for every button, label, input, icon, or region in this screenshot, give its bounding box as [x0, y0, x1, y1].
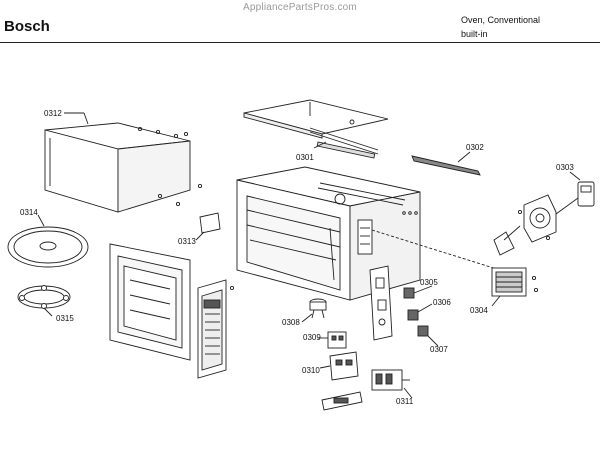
part-0311-terminal-block[interactable]: [371, 369, 413, 399]
part-0315-roller-ring[interactable]: [17, 285, 71, 309]
part-label-0313: 0313: [178, 237, 196, 246]
part-0314-turntable-tray[interactable]: [7, 226, 89, 268]
part-label-0311: 0311: [396, 397, 414, 406]
part-0301-top-plate[interactable]: [243, 99, 389, 159]
part-0305-switch[interactable]: [403, 285, 433, 299]
part-label-0307: 0307: [430, 345, 448, 354]
part-label-0302: 0302: [466, 143, 484, 152]
part-0313-cover-plate[interactable]: [199, 212, 221, 234]
part-label-0314: 0314: [20, 208, 38, 217]
label-0312: [64, 112, 89, 125]
oven-cavity-body: [236, 166, 501, 301]
part-0308-thermal-fuse[interactable]: [309, 298, 327, 319]
label-0315: [43, 307, 53, 317]
part-label-0305: 0305: [420, 278, 438, 287]
part-label-0309: 0309: [303, 333, 321, 342]
part-0307-switch[interactable]: [417, 325, 439, 347]
relay-board-bracket: [369, 265, 393, 341]
part-label-0306: 0306: [433, 298, 451, 307]
label-0303: [569, 171, 581, 181]
part-label-0303: 0303: [556, 163, 574, 172]
part-0303-fan-assembly[interactable]: [493, 181, 595, 256]
part-0312-outer-cover[interactable]: [44, 122, 203, 213]
header-divider: [0, 42, 600, 43]
label-0313: [195, 231, 205, 241]
part-label-0308: 0308: [282, 318, 300, 327]
control-panel: [197, 279, 235, 379]
brand-title: Bosch: [4, 18, 50, 35]
part-0302-gasket[interactable]: [411, 151, 481, 176]
door-assembly: [109, 243, 191, 361]
model-description-line-2: built-in: [461, 29, 488, 39]
part-0306-switch[interactable]: [407, 303, 433, 321]
part-label-0304: 0304: [470, 306, 488, 315]
watermark: AppliancePartsPros.com: [243, 2, 357, 13]
part-0309-sensor[interactable]: [318, 331, 347, 349]
label-0301: [313, 141, 327, 149]
part-0304-transformer[interactable]: [491, 267, 539, 297]
label-0308: [301, 313, 313, 323]
label-0304: [491, 295, 501, 307]
model-description-line-1: Oven, Conventional: [461, 15, 541, 25]
part-label-0310: 0310: [302, 366, 320, 375]
part-0310-circuit-module[interactable]: [319, 351, 363, 411]
part-label-0315: 0315: [56, 314, 74, 323]
label-0314: [37, 214, 45, 227]
part-label-0312: 0312: [44, 109, 62, 118]
part-label-0301: 0301: [296, 153, 314, 162]
